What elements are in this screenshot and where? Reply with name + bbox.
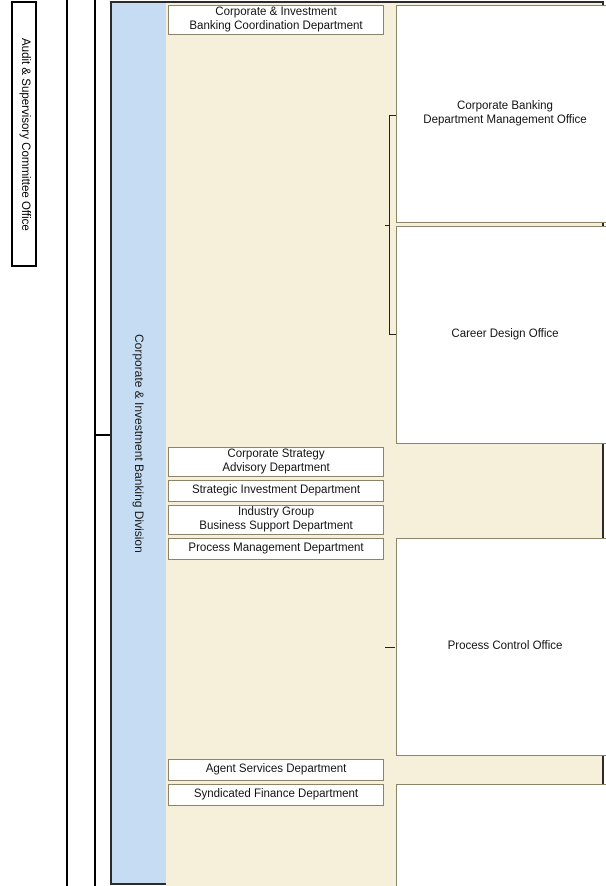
connector-line-to-division: [94, 434, 112, 436]
office-box[interactable]: Syndicated Finance Office: [396, 784, 606, 886]
department-row: Syndicated Finance Department Syndicated …: [166, 784, 606, 886]
division-label-band: Corporate & Investment Banking Division: [112, 3, 166, 883]
connector-rail-outer: [66, 0, 68, 886]
department-box[interactable]: Syndicated Finance Department: [168, 784, 384, 806]
audit-supervisory-committee-office-label: Audit & Supervisory Committee Office: [18, 37, 31, 231]
department-connector: [384, 784, 396, 886]
audit-supervisory-committee-office-box: Audit & Supervisory Committee Office: [11, 1, 37, 267]
department-connector: [384, 5, 396, 444]
office-box[interactable]: Process Control Office: [396, 538, 606, 756]
department-box[interactable]: Process Management Department: [168, 538, 384, 560]
office-stack: Process Control Office: [396, 538, 606, 756]
division-title: Corporate & Investment Banking Division: [132, 333, 146, 553]
department-row: Strategic Investment Department: [166, 480, 602, 502]
department-connector: [384, 538, 396, 756]
office-box[interactable]: Career Design Office: [396, 226, 606, 444]
connector-rail-inner: [94, 0, 96, 886]
office-stack: Syndicated Finance Office: [396, 784, 606, 886]
department-row: Agent Services Department: [166, 759, 602, 781]
department-row: Process Management Department Process Con…: [166, 538, 606, 756]
department-box[interactable]: Strategic Investment Department: [168, 480, 384, 502]
department-box[interactable]: Agent Services Department: [168, 759, 384, 781]
corporate-investment-banking-division: Corporate & Investment Banking Division …: [110, 1, 606, 886]
